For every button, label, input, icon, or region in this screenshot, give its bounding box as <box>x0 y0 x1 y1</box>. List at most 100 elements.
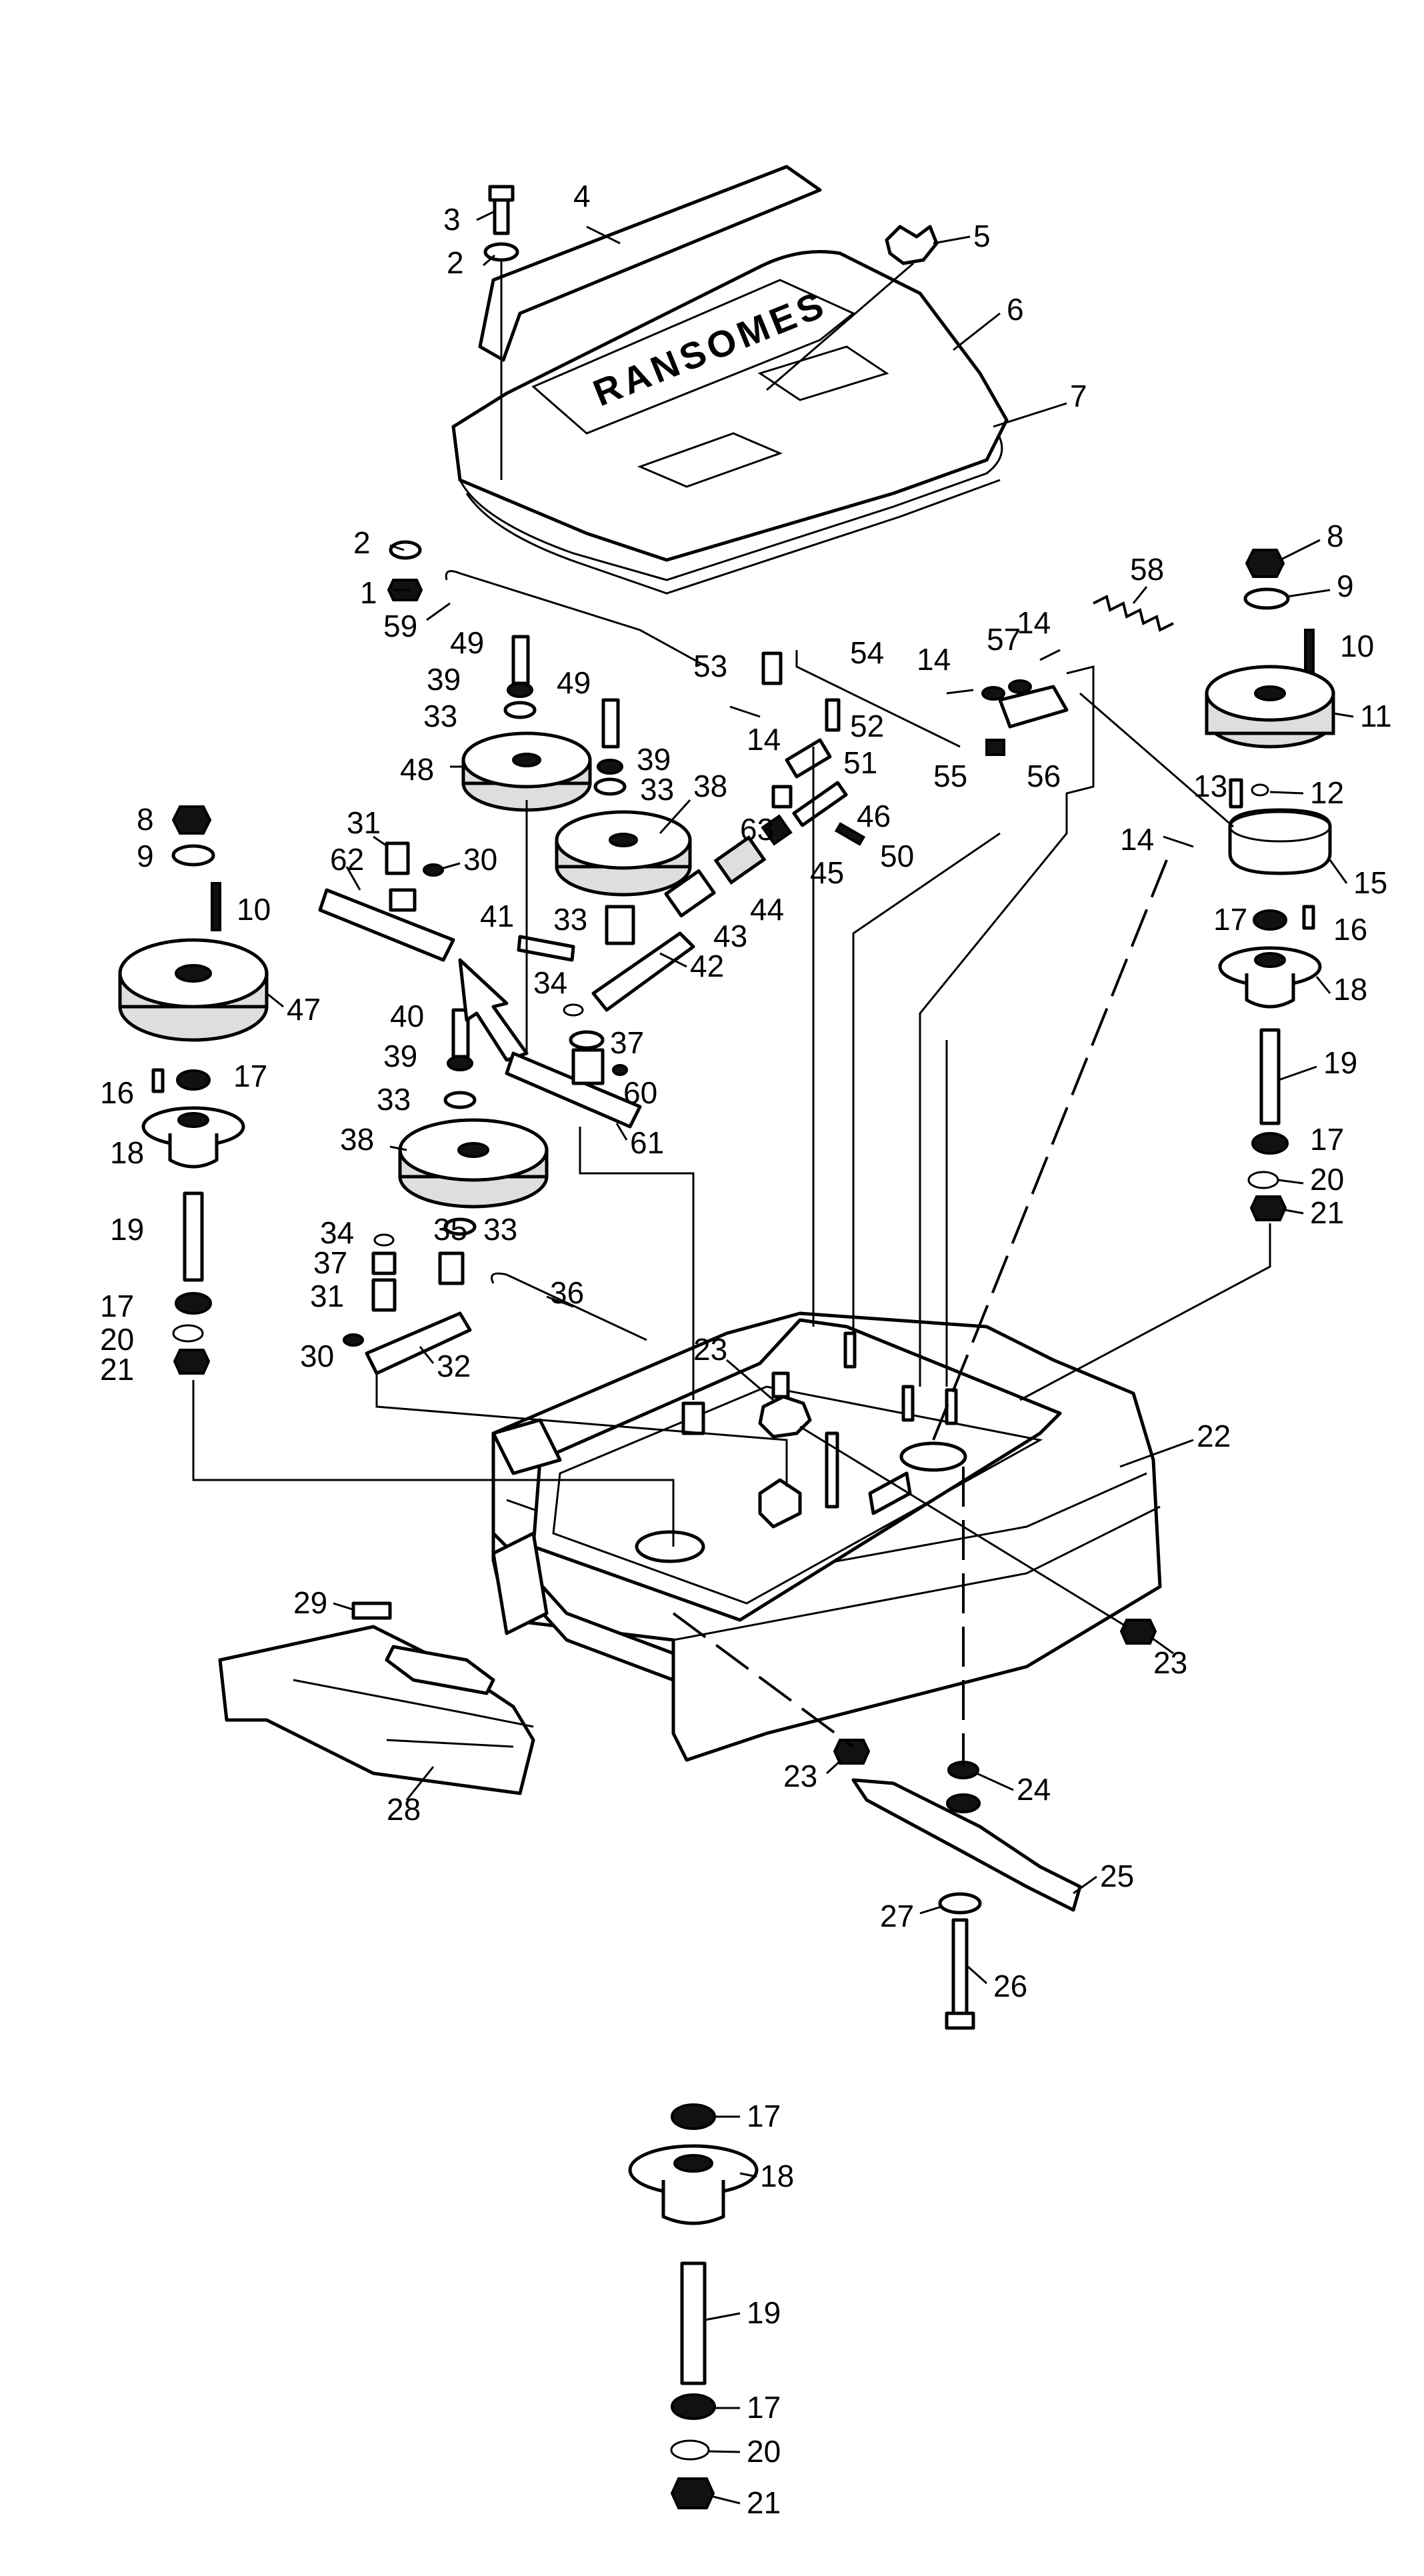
front-flange <box>491 1418 562 1475</box>
callout-labels: 1 2 2 3 4 5 6 7 8 9 10 11 12 13 14 14 14… <box>100 179 1392 2520</box>
pin-14d <box>1163 835 1194 848</box>
washer-33-right <box>593 777 627 796</box>
route-deck-front <box>672 1612 855 1748</box>
rod-36 <box>491 1272 647 1341</box>
post-a <box>843 1331 857 1369</box>
nut-8-right <box>1245 549 1285 578</box>
leader-3 <box>476 211 494 221</box>
leader-2a <box>483 254 495 267</box>
housing-18-left-body <box>168 1133 219 1169</box>
belt-cover <box>451 250 1009 562</box>
callout-50: 50 <box>880 839 914 873</box>
callout-4: 4 <box>573 179 591 213</box>
pulley-48-hub <box>512 753 541 767</box>
callout-3: 3 <box>443 202 461 237</box>
callout-12: 12 <box>1310 775 1344 810</box>
sleeve-44 <box>713 835 767 885</box>
bearing-17-right-lower <box>1251 1132 1289 1155</box>
route-right-a <box>919 665 1095 1387</box>
leader-47 <box>266 992 284 1008</box>
callout-49-a: 49 <box>450 625 484 660</box>
callout-55: 55 <box>933 759 967 793</box>
callout-14-b: 14 <box>1017 605 1051 640</box>
knob-leader <box>766 262 914 391</box>
cover-window-right <box>757 345 889 401</box>
leader-20r <box>1277 1179 1304 1185</box>
pivot-62 <box>389 888 417 912</box>
callout-63: 63 <box>740 812 774 847</box>
rod-59 <box>445 570 707 668</box>
route-56 <box>852 832 1001 1333</box>
callout-1: 1 <box>360 575 377 610</box>
leader-25 <box>1073 1875 1097 1895</box>
leader-27 <box>919 1905 942 1915</box>
callout-31-upper: 31 <box>347 805 381 840</box>
callout-48: 48 <box>400 752 434 787</box>
bolt-52 <box>825 698 841 732</box>
callout-20-detail: 20 <box>747 2434 781 2469</box>
leader-29 <box>333 1602 355 1611</box>
callout-34-lower: 34 <box>320 1215 354 1250</box>
housing-18-left-bore <box>177 1112 209 1128</box>
leader-21d <box>713 2495 741 2505</box>
blade-25 <box>851 1778 1082 1912</box>
spacer-39-lower <box>447 1055 473 1071</box>
bushing-31-upper <box>385 841 410 875</box>
spacer-39-left <box>507 682 533 698</box>
post-b <box>901 1385 915 1422</box>
nut-8-left <box>171 805 212 835</box>
washer-27 <box>938 1892 982 1915</box>
route-right-spindle-down <box>1019 1223 1271 1401</box>
cover-top-ridge <box>531 279 855 435</box>
detail-bearing-17-lower <box>671 2393 716 2420</box>
callout-54: 54 <box>850 635 884 670</box>
idler-arm-32 <box>365 1311 472 1375</box>
nut-21-left <box>173 1349 211 1375</box>
callout-16-right: 16 <box>1333 912 1367 947</box>
key-10-right <box>1304 629 1315 678</box>
leader-30a <box>441 862 461 870</box>
callout-44: 44 <box>750 892 784 927</box>
callout-38-lower: 38 <box>340 1122 374 1157</box>
leader-4 <box>586 225 621 245</box>
callout-8-left: 8 <box>137 802 154 837</box>
leader-42 <box>659 952 687 968</box>
callout-35: 35 <box>433 1212 467 1247</box>
leader-23-left <box>825 1759 843 1775</box>
leader-36 <box>546 1295 574 1308</box>
callout-10-right: 10 <box>1340 629 1374 663</box>
spring-43 <box>664 869 716 918</box>
clip-34-mid <box>563 1003 584 1017</box>
stud-23-b <box>771 1371 790 1399</box>
washer-33-low <box>443 1217 477 1236</box>
clip-34-lower <box>373 1233 395 1247</box>
callout-21-left: 21 <box>100 1352 134 1387</box>
callout-18-right: 18 <box>1333 972 1367 1007</box>
bolt-3-head <box>488 185 515 202</box>
shaft-19-left <box>183 1191 204 1282</box>
callout-39-a: 39 <box>427 662 461 697</box>
chute-hinge <box>385 1645 495 1695</box>
callout-29: 29 <box>293 1585 327 1620</box>
pin-14c <box>729 705 761 718</box>
leader-6 <box>953 312 1001 351</box>
rod-46 <box>792 781 848 827</box>
callout-61: 61 <box>630 1125 664 1160</box>
callout-37-lower: 37 <box>313 1245 347 1280</box>
bolt-16-left <box>151 1068 165 1093</box>
callout-46: 46 <box>857 799 891 833</box>
callout-17-left-upper: 17 <box>233 1059 267 1093</box>
cover-gasket <box>459 426 1003 581</box>
callout-5: 5 <box>973 219 991 253</box>
callout-25: 25 <box>1100 1859 1134 1893</box>
callout-17-left-lower: 17 <box>100 1289 134 1323</box>
callout-30-upper: 30 <box>463 842 497 877</box>
callout-21-right: 21 <box>1310 1195 1344 1230</box>
callout-7: 7 <box>1070 379 1087 413</box>
callout-19-detail: 19 <box>747 2295 781 2330</box>
bolt-26-head <box>945 2011 975 2030</box>
bolt-49-left <box>511 635 530 685</box>
washer-33-left <box>503 701 537 719</box>
housing-18-right-bore <box>1254 952 1286 968</box>
